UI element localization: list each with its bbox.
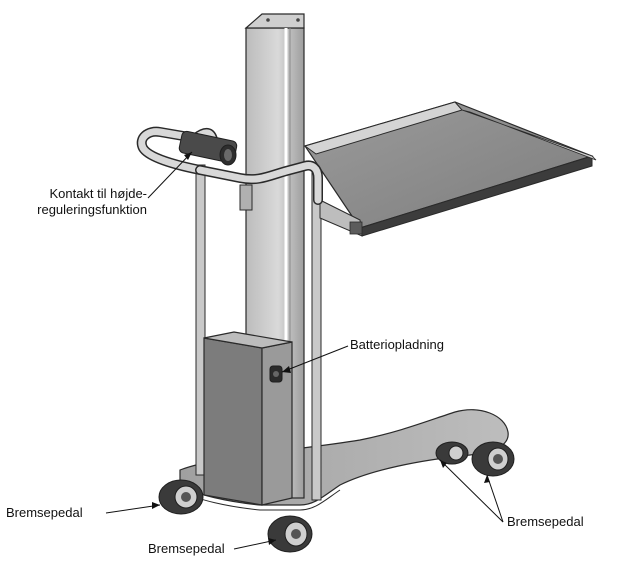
leader-brake-right-b [439, 459, 504, 523]
label-battery-charging: Batteriopladning [350, 337, 444, 352]
height-switch [178, 130, 238, 166]
leader-arrowheads [152, 152, 490, 545]
label-height-switch: Kontakt til højde- reguleringsfunktion [0, 186, 147, 218]
leader-brake-left [105, 504, 161, 514]
label-height-switch-line1: Kontakt til højde- [49, 186, 147, 201]
battery-box [203, 331, 293, 506]
wheel-front-center [267, 515, 313, 553]
wheel-front-left [158, 479, 204, 515]
leader-battery [281, 345, 349, 373]
leader-height-switch [147, 151, 193, 199]
label-brake-pedal-right: Bremsepedal [507, 514, 584, 529]
leader-lines [105, 151, 504, 550]
label-height-switch-line2: reguleringsfunktion [37, 202, 147, 217]
wheel-rear-right [471, 441, 515, 477]
tray-table [239, 101, 597, 237]
label-brake-pedal-bottom: Bremsepedal [148, 541, 225, 556]
label-brake-pedal-left: Bremsepedal [6, 505, 83, 520]
wheel-rear-left [435, 441, 469, 465]
leader-brake-right-a [486, 474, 504, 523]
